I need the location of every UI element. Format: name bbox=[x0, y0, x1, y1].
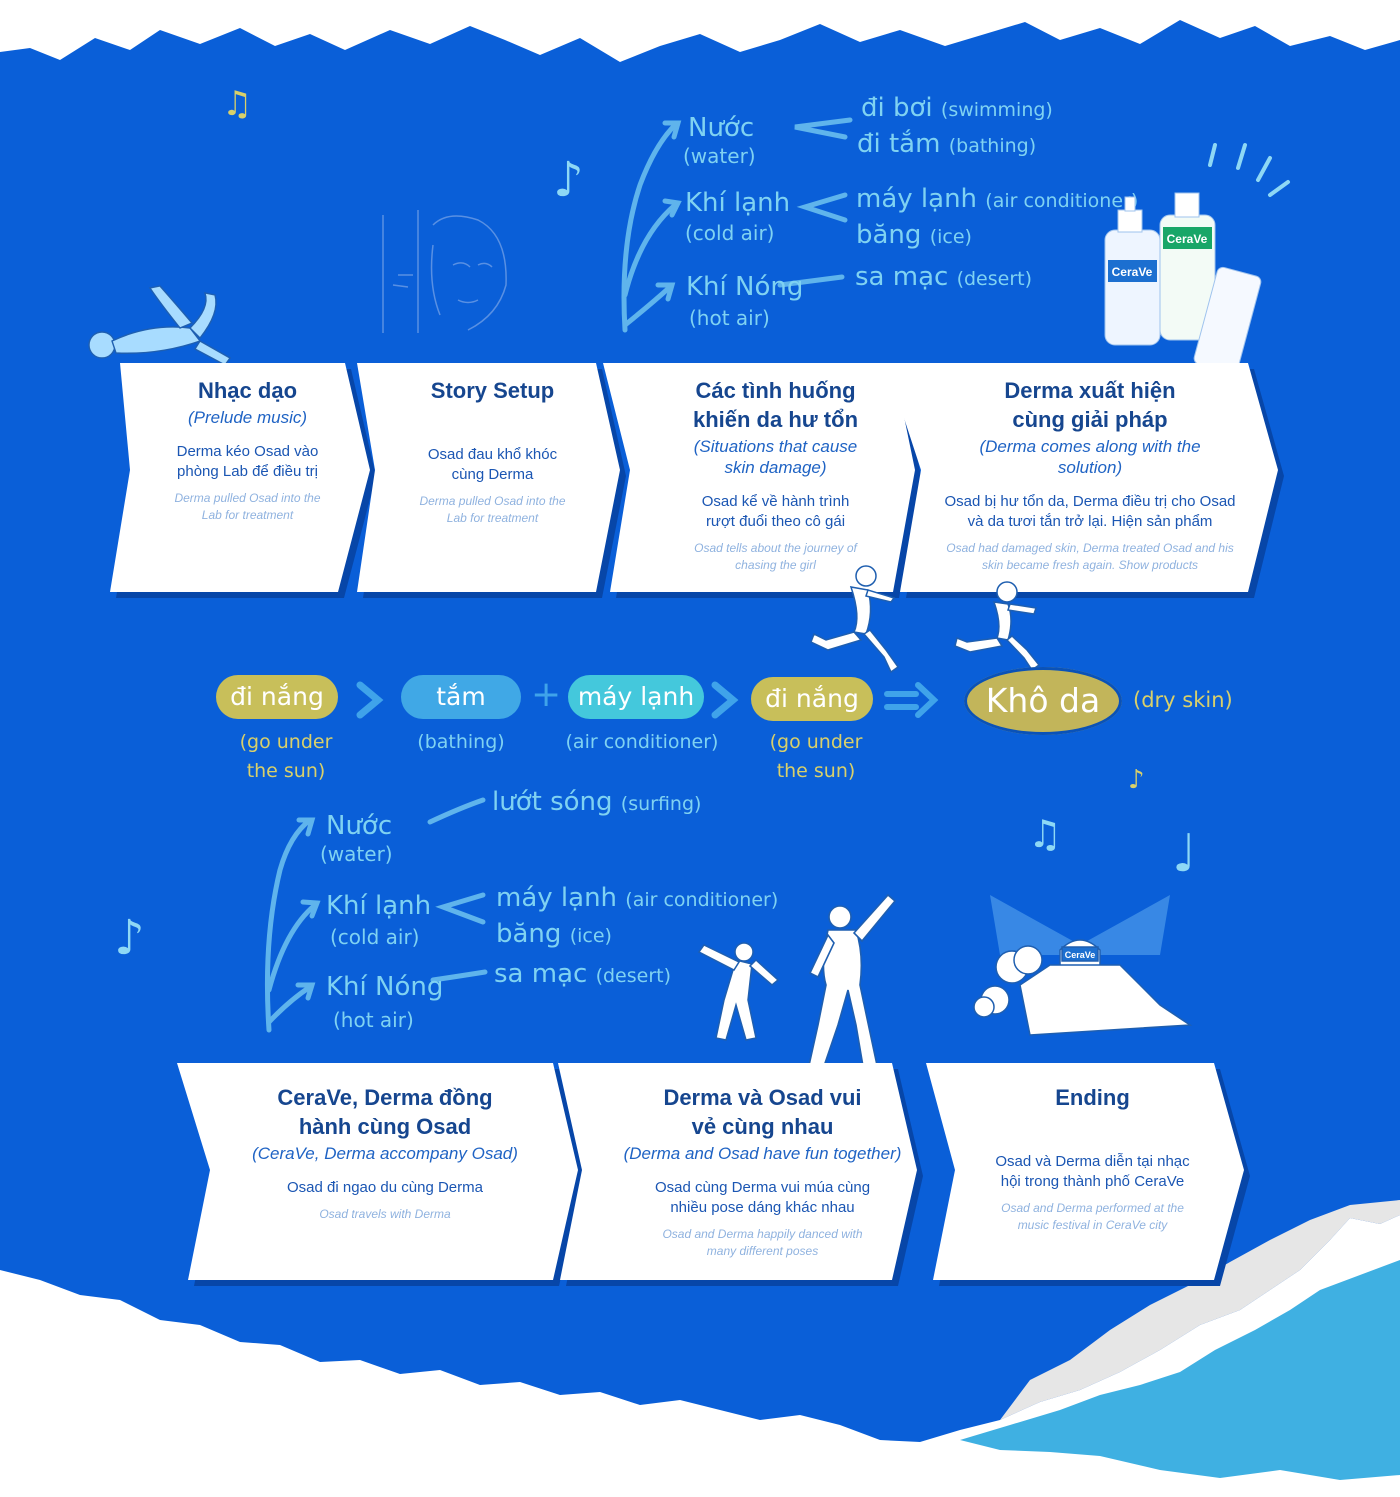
top-branch-lines bbox=[621, 117, 853, 333]
running-man-icon bbox=[810, 565, 900, 674]
step-description-vi: Derma kéo Osad vào phòng Lab để điều trị bbox=[176, 443, 319, 480]
step-description-vi: Osad cùng Derma vui múa cùng nhiều pose … bbox=[654, 1179, 871, 1216]
step-description-vi: Osad đi ngao du cùng Derma bbox=[287, 1179, 483, 1196]
step-title: Derma và Osad vui vẻ cùng nhau bbox=[663, 1085, 862, 1139]
pill-ac-caption: (air conditioner) bbox=[565, 731, 719, 753]
step-description-en: Derma pulled Osad into the Lab for treat… bbox=[419, 494, 566, 525]
step-description-vi: Osad bị hư tổn da, Derma điều trị cho Os… bbox=[944, 493, 1236, 530]
pill-ac: máy lạnh bbox=[568, 675, 704, 719]
step-title: CeraVe, Derma đồng hành cùng Osad bbox=[277, 1085, 493, 1139]
step-subtitle: (Derma and Osad have fun together) bbox=[623, 1144, 902, 1163]
crying-face-sketch bbox=[382, 210, 507, 333]
dancer-icon bbox=[807, 893, 897, 1073]
music-note-icon: ♪ bbox=[114, 910, 145, 966]
svg-text:CeraVe: CeraVe bbox=[1167, 232, 1208, 246]
bottom-surfing: lướt sóng (surfing) bbox=[492, 787, 702, 817]
step-description-en: Osad had damaged skin, Derma treated Osa… bbox=[946, 541, 1234, 572]
double-note-icon: ♫ bbox=[222, 84, 253, 124]
top-bathing: đi tắm (bathing) bbox=[857, 129, 1037, 159]
bottom-water-caption: (water) bbox=[320, 842, 393, 866]
top-ac: máy lạnh (air conditioner) bbox=[856, 184, 1139, 214]
top-cold-caption: (cold air) bbox=[685, 221, 775, 245]
top-water-caption: (water) bbox=[683, 144, 756, 168]
bottom-ice: băng (ice) bbox=[496, 919, 612, 949]
music-note-icon: ♩ bbox=[1172, 824, 1197, 884]
dry-skin-caption: (dry skin) bbox=[1133, 688, 1233, 712]
festival-stage-icon: CeraVe bbox=[973, 895, 1193, 1036]
step-description-vi: Osad và Derma diễn tại nhạc hội trong th… bbox=[995, 1153, 1190, 1190]
top-ice: băng (ice) bbox=[856, 220, 972, 250]
top-hot-label: Khí Nóng bbox=[686, 272, 804, 302]
step-subtitle: (CeraVe, Derma accompany Osad) bbox=[252, 1144, 518, 1163]
pill-sun-2: đi nắng bbox=[751, 677, 873, 721]
bottom-desert: sa mạc (desert) bbox=[494, 959, 672, 989]
step-subtitle: (Derma comes along with the solution) bbox=[979, 437, 1201, 477]
step-title: Story Setup bbox=[430, 378, 555, 403]
double-note-icon: ♫ bbox=[1028, 812, 1063, 856]
lying-man-sketch bbox=[88, 285, 232, 366]
chevron-right-icon bbox=[356, 681, 384, 719]
step-subtitle: (Prelude music) bbox=[187, 408, 308, 427]
dry-skin-result: Khô da bbox=[964, 667, 1122, 735]
bottom-hot-caption: (hot air) bbox=[333, 1008, 414, 1032]
bottom-hot-label: Khí Nóng bbox=[326, 972, 444, 1002]
top-hot-caption: (hot air) bbox=[689, 306, 770, 330]
double-arrow-icon bbox=[884, 682, 939, 718]
step-card: Derma xuất hiện cùng giải pháp (Derma com… bbox=[925, 376, 1255, 574]
bottom-branch-lines bbox=[264, 797, 488, 1033]
pill-bath-caption: (bathing) bbox=[417, 731, 505, 753]
plus-sign: + bbox=[531, 674, 562, 715]
step-title: Derma xuất hiện cùng giải pháp bbox=[1004, 378, 1176, 432]
step-title: Ending bbox=[1055, 1085, 1130, 1110]
bottom-cold-caption: (cold air) bbox=[330, 925, 420, 949]
pill-bath: tắm bbox=[401, 675, 521, 719]
step-subtitle: (Situations that cause skin damage) bbox=[693, 437, 858, 477]
step-description-en: Osad and Derma happily danced with many … bbox=[662, 1227, 863, 1258]
step-title: Nhạc dạo bbox=[197, 378, 298, 403]
top-water-label: Nước bbox=[688, 113, 755, 143]
step-title: Các tình huống khiến da hư tổn bbox=[692, 378, 859, 432]
svg-text:CeraVe: CeraVe bbox=[1065, 950, 1096, 960]
step-description-vi: Osad kể về hành trình rượt đuổi theo cô … bbox=[701, 493, 850, 530]
running-man-icon bbox=[954, 581, 1041, 672]
step-card: Derma và Osad vui vẻ cùng nhau (Derma and… bbox=[595, 1083, 930, 1260]
step-description-en: Osad and Derma performed at the music fe… bbox=[1001, 1201, 1184, 1232]
cerave-products-icon: CeraVe CeraVe bbox=[1104, 192, 1262, 374]
bottom-ac: máy lạnh (air conditioner) bbox=[496, 883, 779, 913]
svg-text:CeraVe: CeraVe bbox=[1112, 265, 1153, 279]
dancer-icon bbox=[697, 942, 780, 1041]
step-description-en: Osad travels with Derma bbox=[319, 1207, 451, 1221]
step-description-en: Derma pulled Osad into the Lab for treat… bbox=[174, 491, 321, 522]
sparkle-strokes bbox=[1208, 143, 1290, 197]
step-card: CeraVe, Derma đồng hành cùng Osad (CeraVe… bbox=[200, 1083, 570, 1223]
top-cold-label: Khí lạnh bbox=[685, 188, 791, 218]
top-swimming: đi bơi (swimming) bbox=[861, 93, 1053, 123]
music-note-icon: ♪ bbox=[553, 152, 584, 208]
top-desert: sa mạc (desert) bbox=[855, 262, 1033, 292]
step-description-en: Osad tells about the journey of chasing … bbox=[694, 541, 857, 572]
bottom-water-label: Nước bbox=[326, 811, 393, 841]
chevron-right-icon bbox=[711, 681, 739, 719]
pill-sun-1: đi nắng bbox=[216, 675, 338, 719]
music-note-icon: ♪ bbox=[1128, 765, 1145, 795]
step-card: Các tình huống khiến da hư tổn (Situation… bbox=[638, 376, 913, 574]
step-description-vi: Osad đau khổ khóc cùng Derma bbox=[427, 446, 558, 483]
bottom-cold-label: Khí lạnh bbox=[326, 891, 432, 921]
step-card: Nhạc dạo (Prelude music) Derma kéo Osad và… bbox=[130, 376, 365, 524]
